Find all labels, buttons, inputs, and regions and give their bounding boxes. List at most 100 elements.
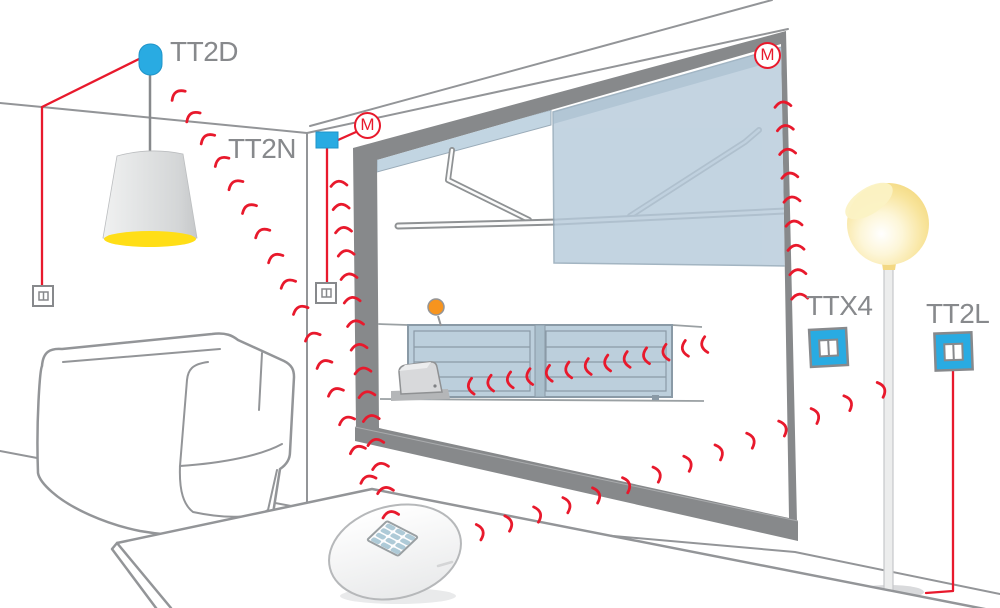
roller-shade-cassette-shadow bbox=[553, 47, 782, 124]
signal-arc bbox=[292, 304, 310, 316]
signal-arc bbox=[371, 461, 390, 471]
signal-arc bbox=[777, 419, 788, 438]
remote-button bbox=[375, 532, 386, 540]
signal-arc bbox=[621, 476, 632, 495]
signal-arc bbox=[661, 342, 671, 362]
signal-arc bbox=[466, 376, 476, 396]
signal-arc bbox=[315, 359, 334, 370]
tt2l-transmitter bbox=[933, 331, 974, 372]
signal-arc bbox=[254, 227, 272, 240]
radio-signal-arcs bbox=[170, 89, 887, 542]
floor-lamp-pole bbox=[883, 263, 894, 593]
signal-arc bbox=[362, 414, 381, 423]
sliding-gate bbox=[377, 298, 705, 402]
signal-arc bbox=[603, 353, 612, 373]
signal-arc bbox=[503, 514, 514, 533]
remote-button bbox=[380, 542, 391, 550]
label-tt2n: TT2N bbox=[228, 133, 297, 164]
signal-arc bbox=[486, 373, 495, 393]
remote-button bbox=[400, 538, 411, 545]
signal-arc bbox=[786, 243, 806, 252]
signal-arc bbox=[790, 292, 809, 301]
gate-wheel-right bbox=[652, 395, 659, 400]
fascia-top-edge bbox=[309, 0, 773, 127]
pendant-lamp bbox=[102, 73, 198, 247]
signal-arc bbox=[745, 431, 756, 450]
remote-button bbox=[395, 528, 406, 536]
signal-arc bbox=[349, 343, 369, 352]
signal-arc bbox=[544, 364, 554, 383]
signal-arc bbox=[622, 350, 632, 369]
floor-lamp-opening bbox=[845, 182, 893, 220]
window-wall bbox=[353, 31, 799, 541]
awning-motor-badge: M bbox=[354, 112, 381, 139]
gate-motor-top bbox=[399, 362, 431, 371]
signal-arc bbox=[532, 505, 543, 524]
signal-arc bbox=[170, 89, 187, 102]
signal-arc bbox=[782, 195, 802, 204]
shade-motor-badge: M bbox=[754, 42, 781, 69]
gate-motor-led bbox=[433, 384, 437, 388]
signal-arc bbox=[376, 486, 395, 495]
signal-arc bbox=[304, 331, 322, 343]
signal-arc bbox=[338, 415, 356, 427]
remote-button bbox=[390, 533, 401, 540]
signal-arc bbox=[809, 407, 821, 425]
wire-tt2d-to-switch bbox=[40, 56, 143, 287]
remote-keypad bbox=[367, 521, 418, 556]
lamp-shade bbox=[102, 150, 198, 244]
signal-arc bbox=[642, 346, 651, 366]
remote-logo-mark bbox=[436, 560, 454, 568]
label-tt2l: TT2L bbox=[926, 298, 990, 329]
signal-arc bbox=[353, 366, 373, 376]
remote-button bbox=[404, 533, 416, 541]
signal-arc bbox=[591, 486, 602, 505]
awning-arm-left-highlight bbox=[446, 148, 531, 222]
signal-arc bbox=[267, 252, 285, 265]
wall-switch-left bbox=[32, 285, 54, 307]
gate-panel-right bbox=[545, 330, 667, 392]
signal-arc bbox=[651, 465, 662, 484]
remote-button bbox=[390, 547, 401, 555]
wire-tt2n bbox=[325, 130, 358, 284]
signal-arc bbox=[227, 179, 245, 192]
label-ttx4: TTX4 bbox=[806, 290, 873, 321]
signal-arc bbox=[279, 278, 297, 290]
remote-button bbox=[385, 523, 396, 531]
warning-beacon-icon bbox=[427, 298, 445, 316]
signal-arc bbox=[381, 510, 400, 520]
signal-arc bbox=[342, 296, 362, 305]
gate-center-post bbox=[534, 324, 546, 398]
signal-arc bbox=[474, 523, 485, 542]
tt2l-divider bbox=[952, 343, 955, 361]
signal-arc bbox=[185, 110, 202, 124]
signal-arc bbox=[700, 335, 710, 354]
beacon-post bbox=[437, 315, 442, 327]
lamp-glow bbox=[104, 231, 196, 247]
signal-arc bbox=[327, 387, 345, 398]
window-view bbox=[377, 46, 789, 402]
signal-arc bbox=[778, 147, 797, 156]
signal-arc bbox=[682, 454, 693, 473]
remote-button bbox=[385, 537, 396, 545]
sofa bbox=[36, 332, 296, 537]
signal-arc bbox=[199, 133, 217, 146]
signal-arc bbox=[773, 100, 793, 109]
signal-arc bbox=[784, 219, 804, 228]
signal-arc bbox=[241, 203, 258, 215]
sofa-back-lines bbox=[62, 348, 263, 411]
remote-button bbox=[370, 537, 382, 544]
remote-button bbox=[395, 542, 406, 550]
ceiling-edge-window-wall bbox=[306, 28, 789, 134]
remote-control bbox=[328, 491, 462, 604]
signal-arc bbox=[875, 381, 887, 399]
tt2d-device bbox=[138, 43, 163, 76]
gate-motor-body bbox=[398, 361, 443, 395]
signal-arc bbox=[788, 268, 808, 277]
signal-arc bbox=[842, 394, 853, 412]
signal-arc bbox=[339, 272, 359, 281]
coffee-table bbox=[110, 487, 986, 608]
signal-arc bbox=[564, 360, 574, 380]
